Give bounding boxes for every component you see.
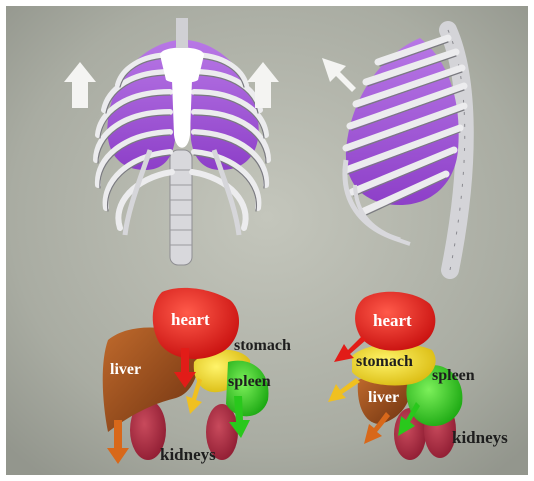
label-kidneys: kidneys [452,428,508,447]
label-stomach: stomach [234,337,291,354]
label-liver: liver [368,389,399,406]
label-stomach: stomach [356,353,413,370]
label-liver: liver [110,361,141,378]
label-kidneys: kidneys [160,445,216,464]
label-heart: heart [171,310,210,329]
label-spleen: spleen [228,373,271,390]
label-heart: heart [373,311,412,330]
label-spleen: spleen [432,367,475,384]
